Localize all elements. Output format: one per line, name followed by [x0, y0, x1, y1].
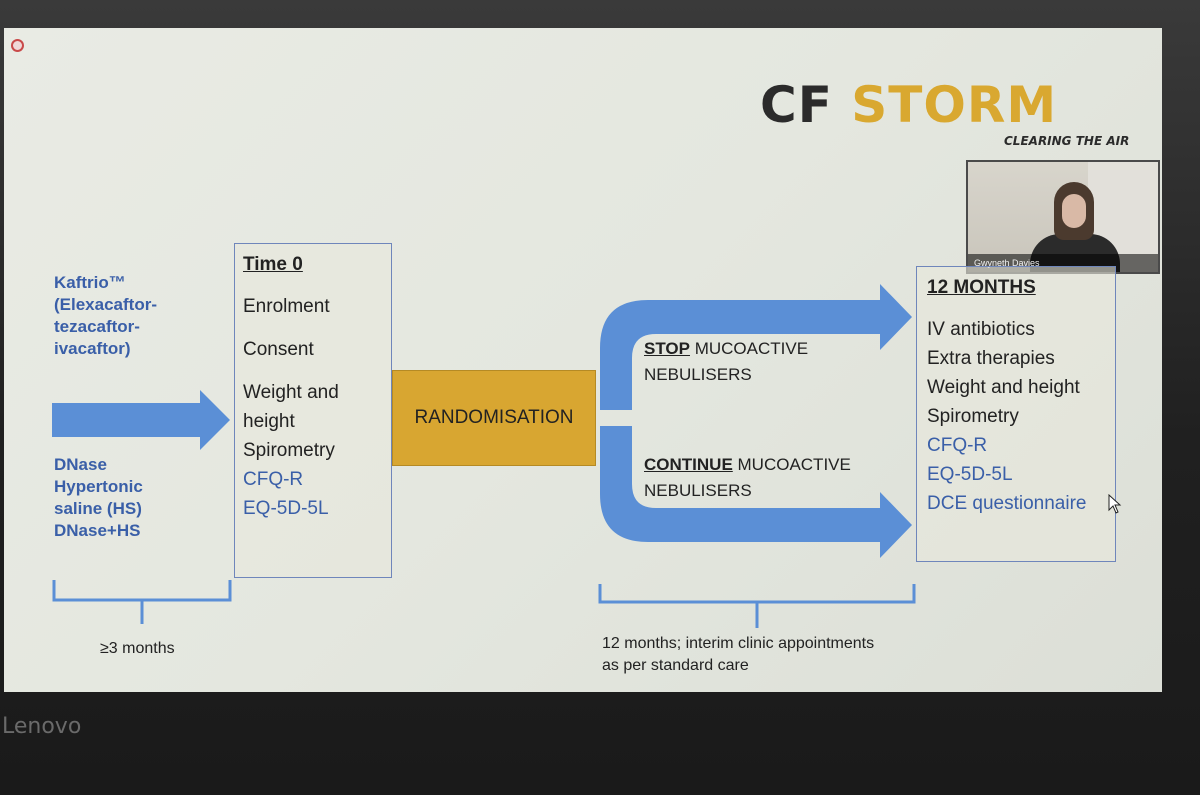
cf-storm-logo: CF STORM CLEARING THE AIR: [760, 76, 1140, 156]
laptop-brand: Lenovo: [2, 714, 82, 739]
therapy-list: DNase Hypertonic saline (HS) DNase+HS: [54, 454, 224, 542]
right-bracket: [598, 584, 916, 628]
months12-outcome: CFQ-R: [927, 435, 988, 456]
drug-line: (Elexacaftor-: [54, 295, 157, 314]
continue-arm-arrow: [600, 426, 912, 558]
months12-item: IV antibiotics: [927, 319, 1035, 340]
continue-arm-label: CONTINUE MUCOACTIVE NEBULISERS: [644, 452, 851, 504]
continue-line2: NEBULISERS: [644, 481, 752, 500]
right-bracket-line: as per standard care: [602, 657, 749, 674]
months12-item: Spirometry: [927, 406, 1019, 427]
stop-keyword: STOP: [644, 339, 690, 358]
time0-item: Enrolment: [243, 296, 330, 317]
drug-label: Kaftrio™ (Elexacaftor- tezacaftor- ivaca…: [54, 272, 214, 360]
left-bracket-label: ≥3 months: [100, 640, 175, 657]
drug-line: tezacaftor-: [54, 317, 140, 336]
participant-face: [1062, 194, 1086, 228]
logo-storm: STORM: [851, 76, 1058, 134]
time0-item: Weight and: [243, 382, 339, 403]
months12-title: 12 MONTHS: [927, 277, 1036, 298]
record-indicator-icon: [11, 39, 24, 52]
therapy-item: saline (HS): [54, 499, 142, 518]
time0-item: height: [243, 411, 295, 432]
stop-line2: NEBULISERS: [644, 365, 752, 384]
logo-tagline: CLEARING THE AIR: [1004, 134, 1130, 148]
continue-rest: MUCOACTIVE: [732, 455, 851, 474]
therapy-item: DNase: [54, 455, 107, 474]
therapy-item: DNase+HS: [54, 521, 141, 540]
left-bracket: [52, 580, 232, 624]
time0-outcome: EQ-5D-5L: [243, 498, 329, 519]
time0-title: Time 0: [243, 254, 303, 275]
months12-outcome: DCE questionnaire: [927, 493, 1087, 514]
drug-line: ivacaftor): [54, 339, 131, 358]
time0-item: Spirometry: [243, 440, 335, 461]
months12-item: Weight and height: [927, 377, 1080, 398]
time0-box: Time 0 Enrolment Consent Weight and heig…: [234, 243, 392, 578]
randomisation-box: RANDOMISATION: [392, 370, 596, 466]
time0-outcome: CFQ-R: [243, 469, 304, 490]
months12-box: 12 MONTHS IV antibiotics Extra therapies…: [916, 266, 1116, 562]
presentation-screen: CF STORM CLEARING THE AIR Gwyneth Davies…: [4, 28, 1162, 692]
time0-item: Consent: [243, 339, 314, 360]
therapy-item: Hypertonic: [54, 477, 143, 496]
right-bracket-label: 12 months; interim clinic appointments a…: [602, 633, 874, 677]
stop-arm-arrow: [600, 284, 912, 410]
stop-rest: MUCOACTIVE: [689, 339, 809, 358]
continue-keyword: CONTINUE: [644, 455, 733, 474]
right-bracket-line: 12 months; interim clinic appointments: [602, 635, 875, 652]
drug-line: Kaftrio™: [54, 273, 126, 292]
mouse-cursor-icon: [1108, 494, 1122, 514]
flow-diagram: [52, 284, 916, 628]
months12-item: Extra therapies: [927, 348, 1055, 369]
logo-cf: CF: [760, 76, 833, 134]
months12-outcome: EQ-5D-5L: [927, 464, 1013, 485]
entry-arrow: [52, 390, 230, 450]
stop-arm-label: STOP MUCOACTIVE NEBULISERS: [644, 336, 808, 388]
